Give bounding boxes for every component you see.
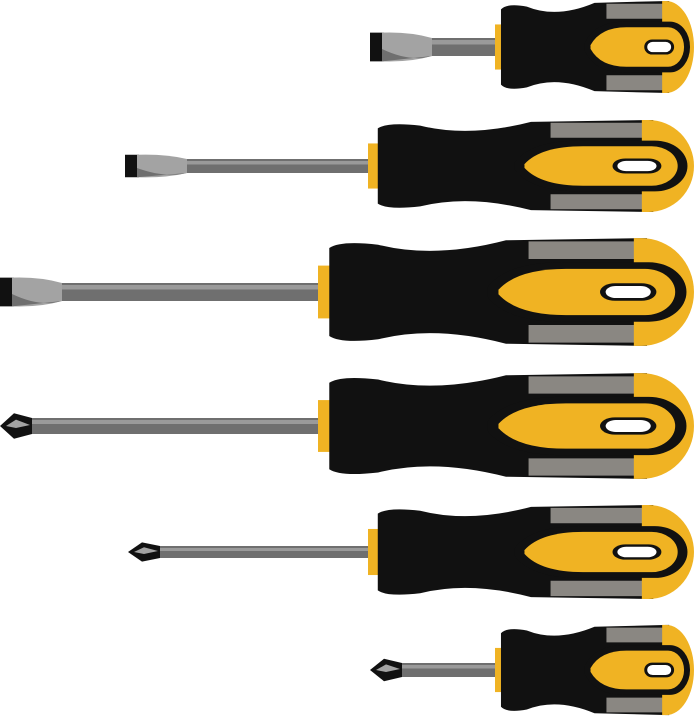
slotted-tip-edge — [125, 154, 139, 178]
handle-gray-top — [528, 376, 649, 394]
grip-insert — [524, 146, 678, 186]
handle-gray-top — [606, 627, 671, 643]
grip-insert — [498, 268, 676, 316]
phillips-tip-flute — [134, 547, 158, 554]
hang-slot — [647, 41, 672, 53]
slotted-tip-shade — [137, 168, 187, 178]
slotted-tip-shade — [382, 49, 432, 62]
screwdriver-phillips — [370, 624, 694, 716]
handle — [495, 624, 694, 716]
screwdriver-slotted — [0, 238, 694, 346]
shaft-highlight — [30, 420, 318, 424]
hang-slot — [605, 285, 651, 299]
hang-slot — [617, 546, 657, 558]
screwdriver-slotted — [125, 119, 694, 213]
handle — [368, 504, 694, 600]
shaft-highlight — [158, 548, 368, 551]
handle-gray-top — [528, 241, 649, 259]
handle-gray-top — [550, 122, 655, 138]
grip-insert — [524, 531, 678, 573]
handle-gray-bottom — [606, 75, 671, 91]
handle-gray-bottom — [528, 458, 649, 476]
handle-gray-bottom — [550, 580, 655, 597]
phillips-tip-flute — [6, 419, 30, 428]
shaft-highlight — [60, 285, 318, 290]
grip-insert — [590, 650, 685, 690]
hang-slot — [617, 160, 657, 172]
handle — [368, 119, 694, 213]
handle — [495, 0, 694, 94]
handle-gray-bottom — [550, 194, 655, 210]
shaft-highlight — [400, 665, 495, 669]
handle-gray-top — [550, 507, 655, 524]
phillips-tip-flute — [376, 664, 400, 672]
screwdriver-phillips — [0, 373, 694, 479]
handle-collar — [318, 400, 334, 452]
handle-collar — [368, 143, 382, 189]
handle — [318, 373, 694, 479]
handle-collar — [495, 647, 503, 693]
slotted-tip-shade — [12, 294, 62, 307]
handle-collar — [495, 24, 503, 70]
handle-gray-bottom — [606, 697, 671, 713]
handle-gray-bottom — [528, 325, 649, 343]
handle-collar — [318, 265, 334, 319]
handle-gray-top — [606, 3, 671, 19]
shaft-highlight — [185, 161, 368, 165]
slotted-tip-blade — [137, 154, 187, 178]
hang-slot — [605, 420, 651, 432]
handle — [318, 238, 694, 346]
shaft — [156, 546, 370, 558]
hang-slot — [647, 664, 672, 676]
grip-insert — [590, 27, 685, 67]
grip-insert — [498, 403, 676, 449]
handle-collar — [368, 528, 382, 576]
screwdriver-slotted — [370, 0, 694, 94]
shaft-highlight — [430, 40, 495, 45]
slotted-tip-edge — [370, 32, 384, 62]
screwdriver-phillips — [128, 504, 694, 600]
slotted-tip-edge — [0, 277, 14, 307]
